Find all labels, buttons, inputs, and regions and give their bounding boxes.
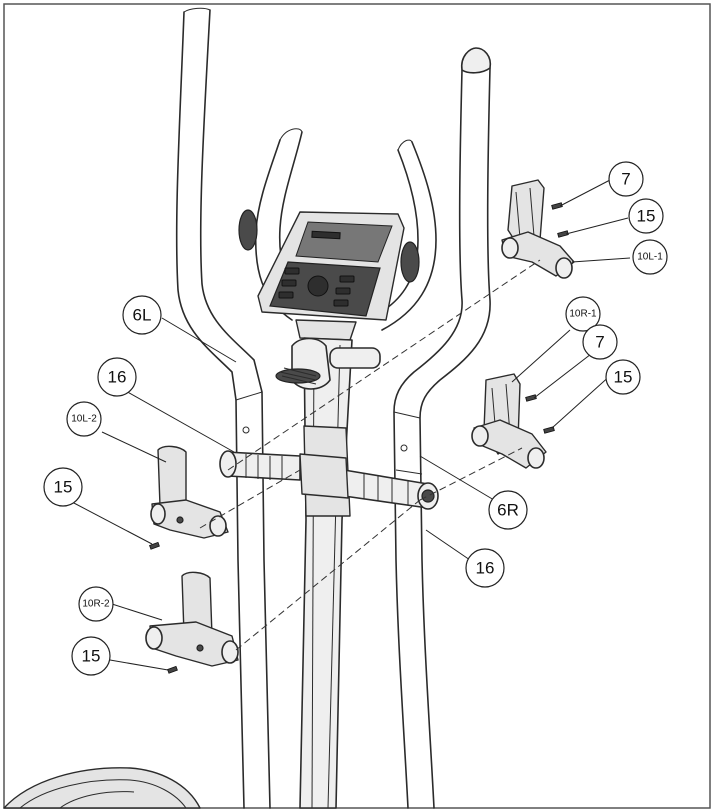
diagram-frame (3, 3, 711, 809)
callout-label: 10L-1 (637, 252, 663, 263)
base-housing (3, 767, 201, 809)
callout-label: 15 (614, 368, 633, 387)
callout-6R: 6R (488, 490, 528, 530)
bracket-10R-1 (471, 373, 555, 469)
center-mast (275, 337, 381, 809)
console-unit (257, 211, 405, 341)
right-handlebar-arm-6R (393, 47, 492, 809)
callout-label: 15 (54, 478, 73, 497)
left-handlebar-arm-6L (175, 7, 271, 809)
callout-label: 16 (108, 368, 127, 387)
callout-10L-1: 10L-1 (632, 239, 668, 275)
callout-7-upper: 7 (608, 161, 644, 197)
callout-label: 10R-1 (569, 309, 597, 320)
assembly-guide-lines (199, 259, 541, 651)
callout-10R-2: 10R-2 (78, 586, 114, 622)
callout-15-middle: 15 (605, 359, 641, 395)
callout-6L: 6L (122, 295, 162, 335)
callout-label: 10R-2 (82, 599, 110, 610)
callout-label: 10L-2 (71, 414, 97, 425)
cross-tube-16 (219, 450, 439, 510)
callout-7-middle: 7 (582, 324, 618, 360)
callout-label: 16 (476, 559, 495, 578)
callout-16-lower: 16 (465, 548, 505, 588)
callout-label: 15 (637, 207, 656, 226)
bracket-10L-1 (501, 179, 575, 279)
callout-15-left: 15 (43, 467, 83, 507)
bracket-10L-2 (149, 445, 229, 550)
callout-label: 7 (621, 170, 630, 189)
callout-label: 6R (497, 501, 519, 520)
bracket-10R-2 (145, 571, 239, 674)
callout-10R-1: 10R-1 (565, 296, 601, 332)
callout-10L-2: 10L-2 (66, 401, 102, 437)
callout-16-upper: 16 (97, 357, 137, 397)
callout-15-lower: 15 (71, 636, 111, 676)
callout-label: 7 (595, 333, 604, 352)
callout-label: 6L (133, 306, 152, 325)
callout-label: 15 (82, 647, 101, 666)
callout-15-upper: 15 (628, 198, 664, 234)
